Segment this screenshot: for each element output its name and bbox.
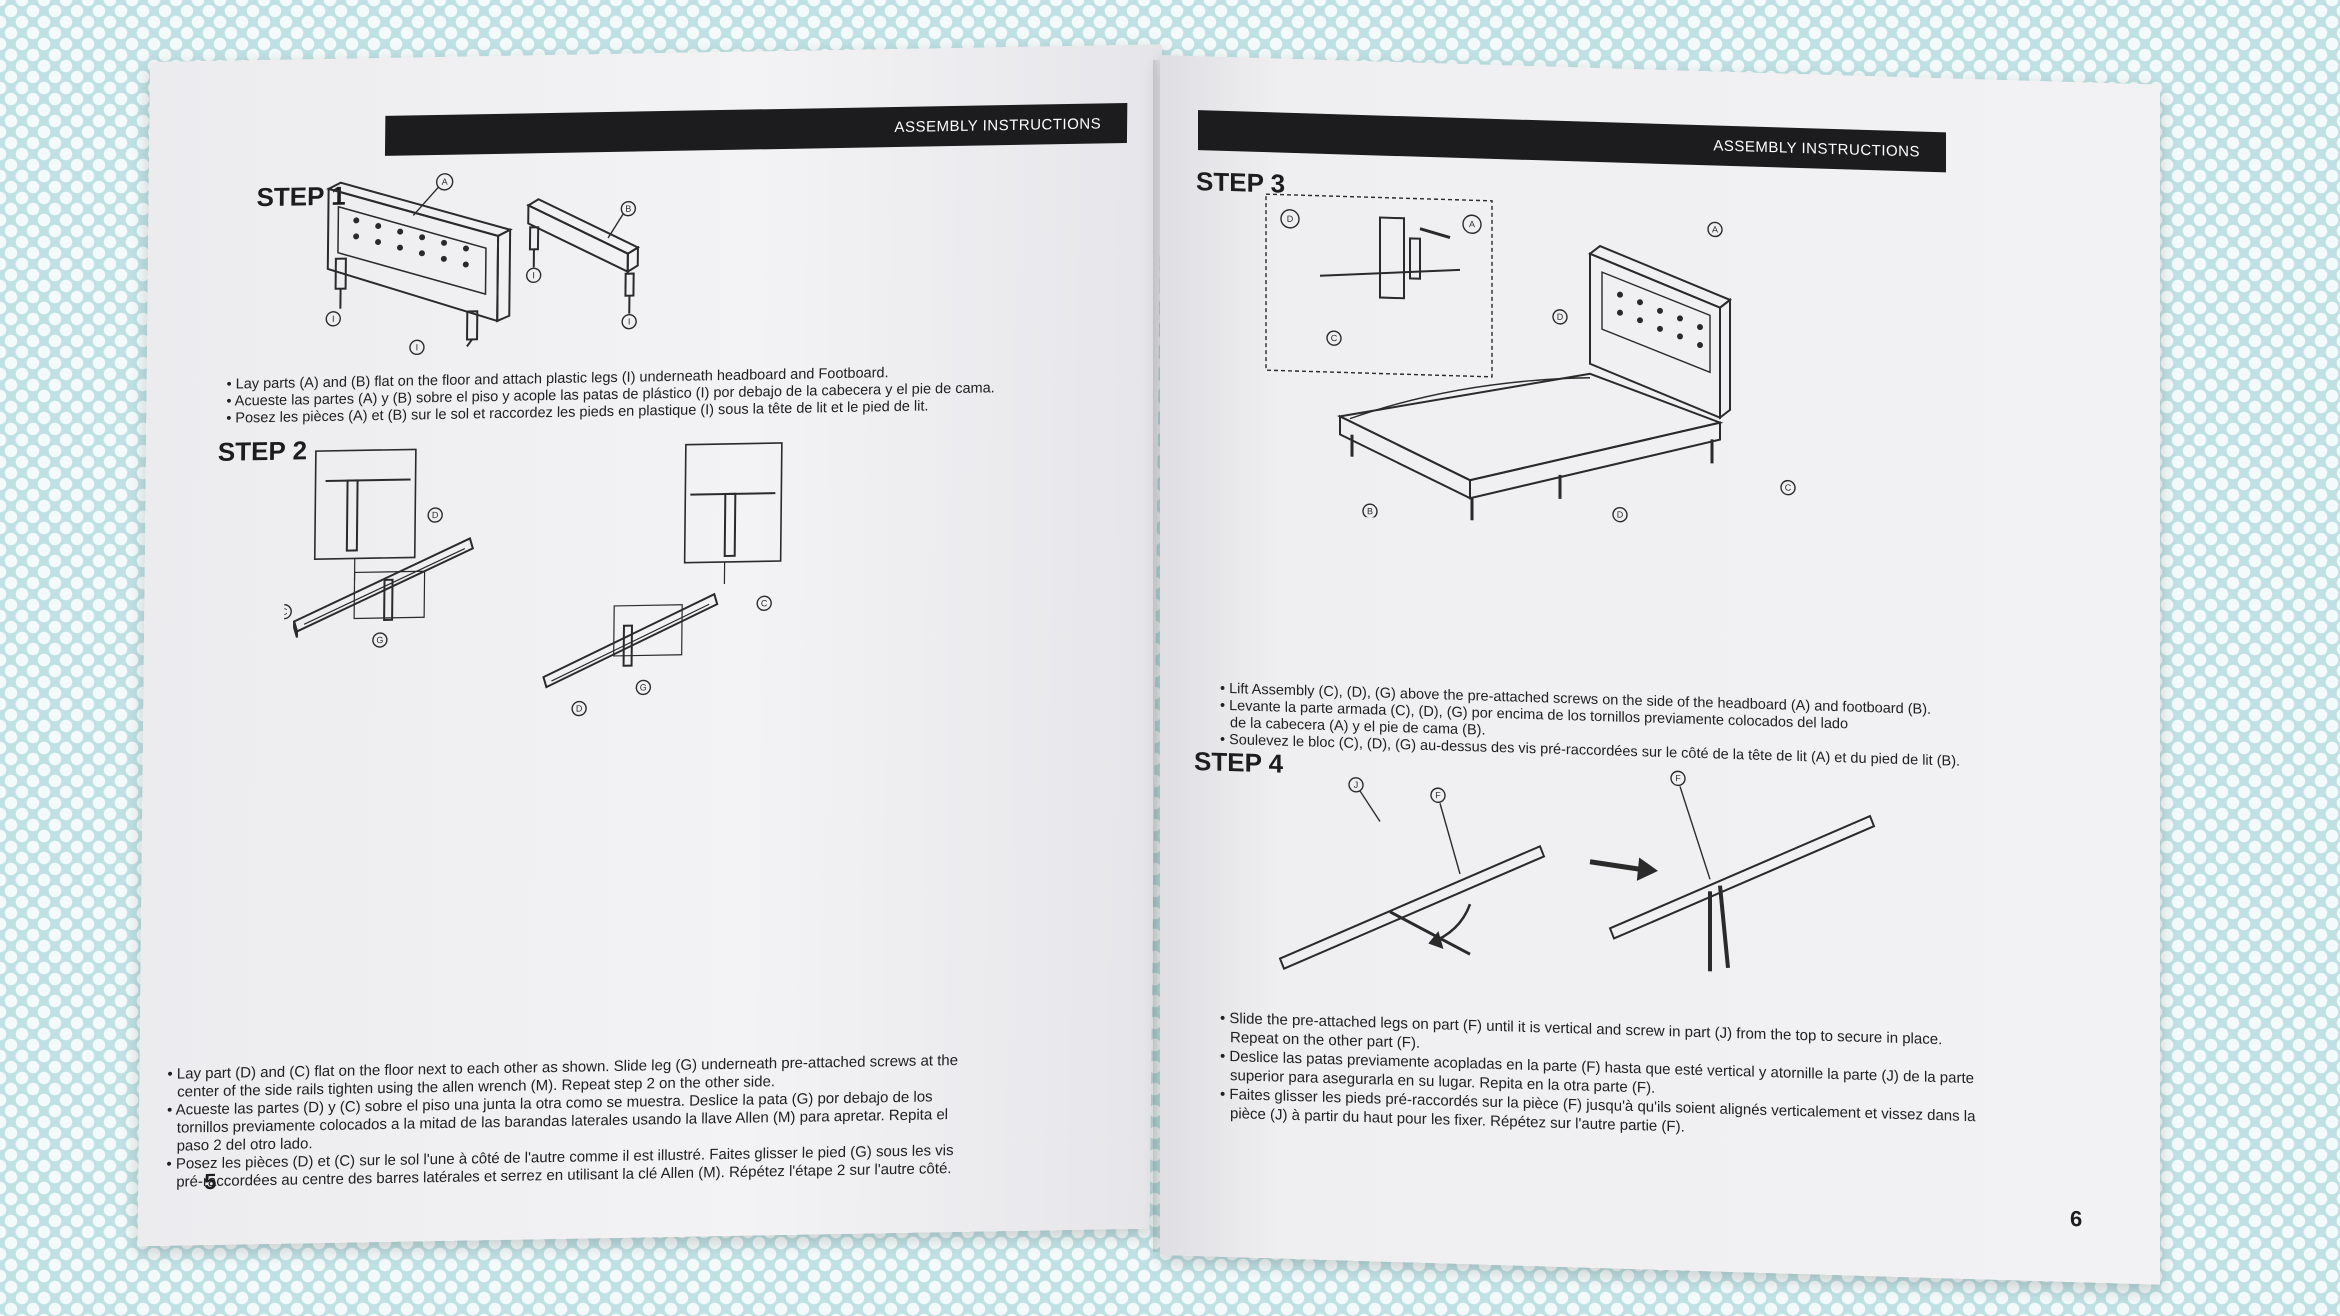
label-c: C bbox=[1785, 483, 1792, 493]
label-i: I bbox=[416, 342, 419, 352]
label-d: D bbox=[576, 703, 583, 713]
step-4-diagram: J F F bbox=[1260, 758, 1960, 999]
label-a: A bbox=[1469, 219, 1475, 229]
step-3-diagram: D A A C D C B D bbox=[1260, 154, 1880, 532]
label-j: J bbox=[1354, 780, 1358, 790]
header-title: ASSEMBLY INSTRUCTIONS bbox=[1713, 136, 1920, 161]
label-d: D bbox=[432, 510, 439, 520]
page-header-bar: ASSEMBLY INSTRUCTIONS bbox=[384, 102, 1128, 156]
step-2-diagram: C D G C D G bbox=[282, 432, 846, 742]
label-g: G bbox=[640, 682, 647, 692]
page-number: 6 bbox=[2070, 1206, 2083, 1232]
label-g: G bbox=[376, 635, 383, 645]
label-i: I bbox=[532, 270, 535, 280]
label-f: F bbox=[1435, 790, 1441, 800]
label-d: D bbox=[1287, 214, 1294, 224]
header-title: ASSEMBLY INSTRUCTIONS bbox=[894, 114, 1102, 136]
label-c: C bbox=[761, 598, 768, 608]
label-a: A bbox=[1712, 224, 1718, 234]
label-b: B bbox=[1367, 506, 1373, 516]
page-5: ASSEMBLY INSTRUCTIONS STEP 1 bbox=[137, 44, 1162, 1247]
label-d: D bbox=[1557, 312, 1564, 322]
page-number: 5 bbox=[204, 1168, 217, 1195]
step-4-instructions: • Slide the pre-attached legs on part (F… bbox=[1220, 1009, 2100, 1149]
page-6: ASSEMBLY INSTRUCTIONS STEP 3 bbox=[1160, 55, 2160, 1285]
step-2-instructions: • Lay part (D) and (C) flat on the floor… bbox=[166, 1050, 1067, 1192]
label-i: I bbox=[628, 317, 631, 327]
label-c: C bbox=[1331, 333, 1338, 343]
label-f: F bbox=[1675, 773, 1681, 783]
step-1-instructions: • Lay parts (A) and (B) flat on the floo… bbox=[226, 363, 1006, 428]
label-d: D bbox=[1617, 510, 1624, 520]
label-i: I bbox=[332, 314, 335, 324]
label-a: A bbox=[442, 177, 448, 187]
step-1-diagram: A B I I I I bbox=[307, 150, 829, 359]
label-c: C bbox=[283, 607, 288, 617]
label-b: B bbox=[625, 204, 631, 214]
